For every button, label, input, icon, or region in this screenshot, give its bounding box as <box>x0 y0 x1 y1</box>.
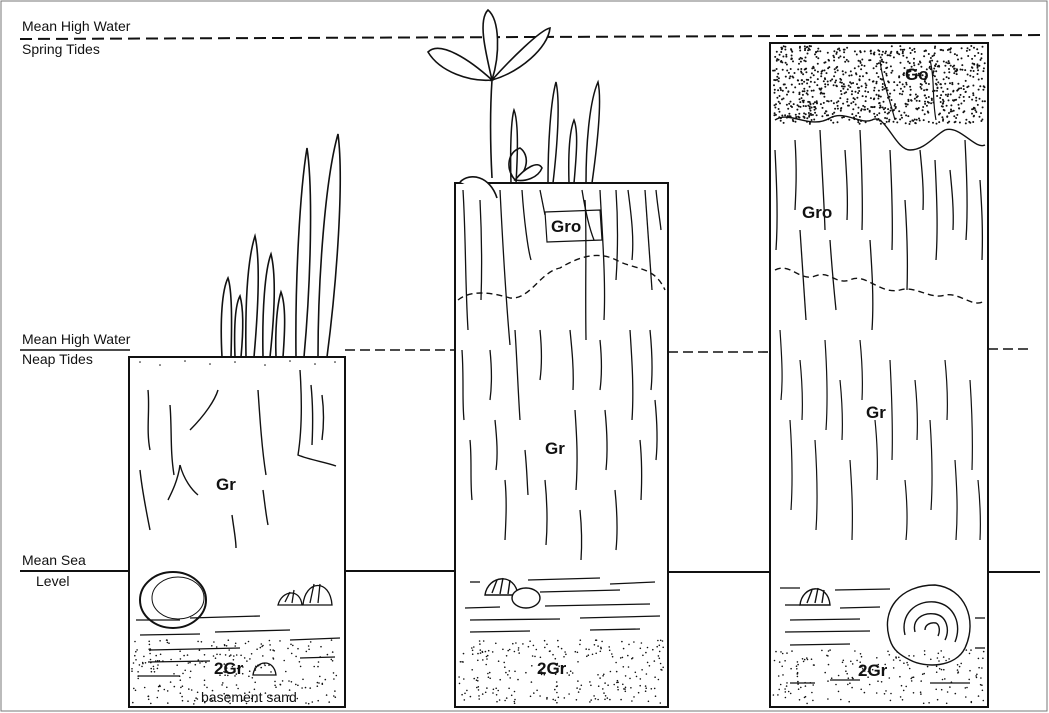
column-3-2gr-label: 2Gr <box>858 662 887 679</box>
basement-sand-label: basement sand <box>201 690 297 704</box>
column-1-profile <box>129 134 345 707</box>
column-2-gro-label: Gro <box>551 218 581 235</box>
mhw-spring-label-line2: Spring Tides <box>22 42 100 56</box>
column-3-profile <box>770 43 988 707</box>
mhw-neap-label-line2: Neap Tides <box>22 352 93 366</box>
column-3-gro-label: Gro <box>802 204 832 221</box>
column-2-profile <box>428 10 668 707</box>
mhw-spring-label-line1: Mean High Water <box>22 19 130 33</box>
column-1-gr-label: Gr <box>216 476 236 493</box>
column-1-2gr-label: 2Gr <box>214 660 243 677</box>
column-3-go-label: Go <box>905 66 929 83</box>
column-2-2gr-label: 2Gr <box>537 660 566 677</box>
mhw-neap-label-line1: Mean High Water <box>22 332 130 346</box>
column-2-gr-label: Gr <box>545 440 565 457</box>
column-3-gr-label: Gr <box>866 404 886 421</box>
msl-label-line2: Level <box>36 574 69 588</box>
msl-label-line1: Mean Sea <box>22 553 86 567</box>
